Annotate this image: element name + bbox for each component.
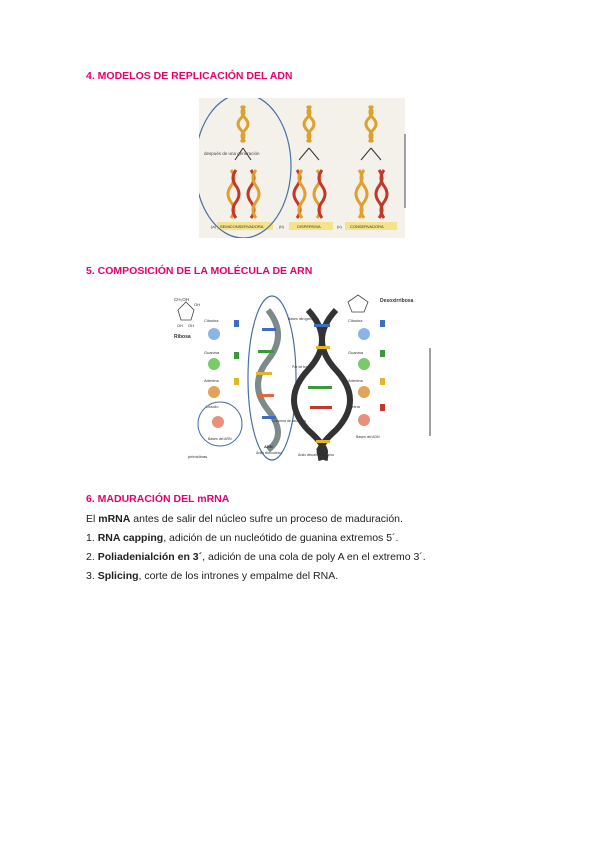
replication-models-figure: después de una generación (a) SEMICONSER…: [194, 93, 411, 239]
label-columna-azucares: Columna de azúcares: [272, 419, 306, 423]
intro-paragraph: El mRNA antes de salir del núcleo sufre …: [86, 513, 403, 525]
rna-base-guanina: Guanina: [204, 350, 220, 355]
dna-bases-caption: Bases del ADN: [356, 435, 380, 439]
arn-caption-title: ARN: [264, 444, 273, 449]
dna-base-timina: Timina: [348, 404, 361, 409]
ribose-oh-1: OH: [194, 302, 200, 307]
section-4-heading: 4. MODELOS DE REPLICACIÓN DEL ADN: [86, 70, 293, 82]
adn-caption-sub: Ácido desoxirribonucleico: [298, 453, 334, 457]
list-item-2: 2. Poliadenialción en 3´, adición de una…: [86, 551, 426, 563]
list-item-1: 1. RNA capping, adición de un nucleótido…: [86, 532, 398, 544]
split-arrow-b: [298, 147, 320, 161]
replication-models-diagram: después de una generación (a) SEMICONSER…: [194, 93, 406, 239]
label-bases-nitrogenadas: Bases nitrogenadas: [288, 317, 319, 321]
adn-caption-title: ADN: [316, 446, 325, 451]
rna-strand: [255, 308, 281, 453]
generation-note: después de una generación: [204, 151, 260, 156]
dna-adenina-molecule-icon: [358, 386, 370, 398]
list-item-1-text: , adición de un nucleótido de guanina ex…: [163, 532, 399, 544]
split-arrow-a: [234, 147, 252, 161]
label-par-de-bases: Par de bases: [292, 365, 313, 369]
guanina-molecule-icon: [208, 358, 220, 370]
deoxyribose-label: Desoxirribosa: [380, 298, 414, 304]
split-arrow-c: [360, 147, 382, 161]
pirimidinas-label: pirimidinas: [188, 454, 207, 459]
list-item-1-term: RNA capping: [97, 532, 164, 544]
label-strip-c: [345, 222, 397, 230]
ribose-structure: CH₂OH OH OH OH Ribosa: [174, 297, 200, 340]
label-b-letter: (b): [279, 224, 285, 229]
arn-caption-sub: Ácido ribonucleico: [256, 451, 282, 455]
adenina-molecule-icon: [208, 386, 220, 398]
list-item-2-term: Poliadenialción en 3´: [97, 551, 203, 563]
citosina-molecule-icon: [208, 328, 220, 340]
list-item-2-num: 2.: [86, 551, 98, 563]
list-item-3-term: Splicing: [97, 570, 139, 582]
ribose-ch2oh: CH₂OH: [174, 297, 189, 302]
label-dispersiva: DISPERSIVA: [297, 224, 321, 229]
guanina-color-key: [234, 352, 239, 359]
ribose-label: Ribosa: [174, 334, 191, 340]
dna-guanina-molecule-icon: [358, 358, 370, 370]
list-item-3-num: 3.: [86, 570, 98, 582]
label-semiconservadora: SEMICONSERVADORA: [220, 224, 264, 229]
uracilo-highlight-circle: [197, 401, 243, 447]
rna-base-uracilo: Uracilo: [206, 404, 219, 409]
rna-base-citosina: Citosina: [204, 318, 219, 323]
list-item-3: 3. Splicing, corte de los intrones y emp…: [86, 570, 338, 582]
section-6-heading: 6. MADURACIÓN DEL mRNA: [86, 493, 230, 505]
dna-timina-molecule-icon: [358, 414, 370, 426]
dna-base-adenina: Adenina: [348, 378, 363, 383]
dna-double-helix: [291, 307, 353, 461]
ribose-oh-3: OH: [188, 323, 194, 328]
label-conservadora: CONSERVADORA: [350, 224, 384, 229]
list-item-2-text: , adición de una cola de poly A en el ex…: [202, 551, 426, 563]
section-5-heading: 5. COMPOSICIÓN DE LA MOLÉCULA DE ARN: [86, 265, 313, 277]
dna-base-citosina: Citosina: [348, 318, 363, 323]
intro-post: antes de salir del núcleo sufre un proce…: [130, 513, 403, 525]
dna-citosina-molecule-icon: [358, 328, 370, 340]
rna-base-adenina: Adenina: [204, 378, 219, 383]
dna-adenina-color-key: [380, 378, 385, 385]
parent-helix-b: [302, 104, 316, 144]
rna-highlight-ellipse: [247, 295, 297, 461]
list-item-1-num: 1.: [86, 532, 98, 544]
dna-timina-color-key: [380, 404, 385, 411]
daughter-helices-a: [226, 169, 261, 219]
rna-composition-figure: CH₂OH OH OH OH Ribosa Desoxirribosa Cito…: [168, 290, 440, 462]
deoxyribose-structure: Desoxirribosa: [347, 294, 414, 313]
daughter-helices-b: [292, 169, 327, 219]
label-strip-b: [289, 222, 333, 230]
dna-base-guanina: Guanina: [348, 350, 364, 355]
parent-helix-a: [236, 104, 250, 144]
rna-bases-caption: Bases del ARN: [208, 437, 232, 441]
daughter-helices-c: [354, 169, 389, 219]
label-a-letter: (a): [211, 224, 217, 229]
list-item-3-text: , corte de los intrones y empalme del RN…: [138, 570, 339, 582]
rna-dna-diagram: CH₂OH OH OH OH Ribosa Desoxirribosa Cito…: [174, 294, 431, 461]
intro-pre: El: [86, 513, 99, 525]
label-strip-a: [217, 222, 273, 230]
citosina-color-key: [234, 320, 239, 327]
adenina-color-key: [234, 378, 239, 385]
parent-helix-c: [364, 104, 378, 144]
dna-guanina-color-key: [380, 350, 385, 357]
label-c-letter: (c): [337, 224, 342, 229]
rna-bases-column: Citosina Guanina Adenina Uracilo Bases d…: [188, 318, 243, 459]
ribose-oh-2: OH: [177, 323, 183, 328]
intro-bold-term: mRNA: [98, 513, 131, 525]
uracilo-molecule-icon: [212, 416, 224, 428]
dna-citosina-color-key: [380, 320, 385, 327]
dna-bases-column: Citosina Guanina Adenina Timina Bases de…: [348, 318, 385, 439]
